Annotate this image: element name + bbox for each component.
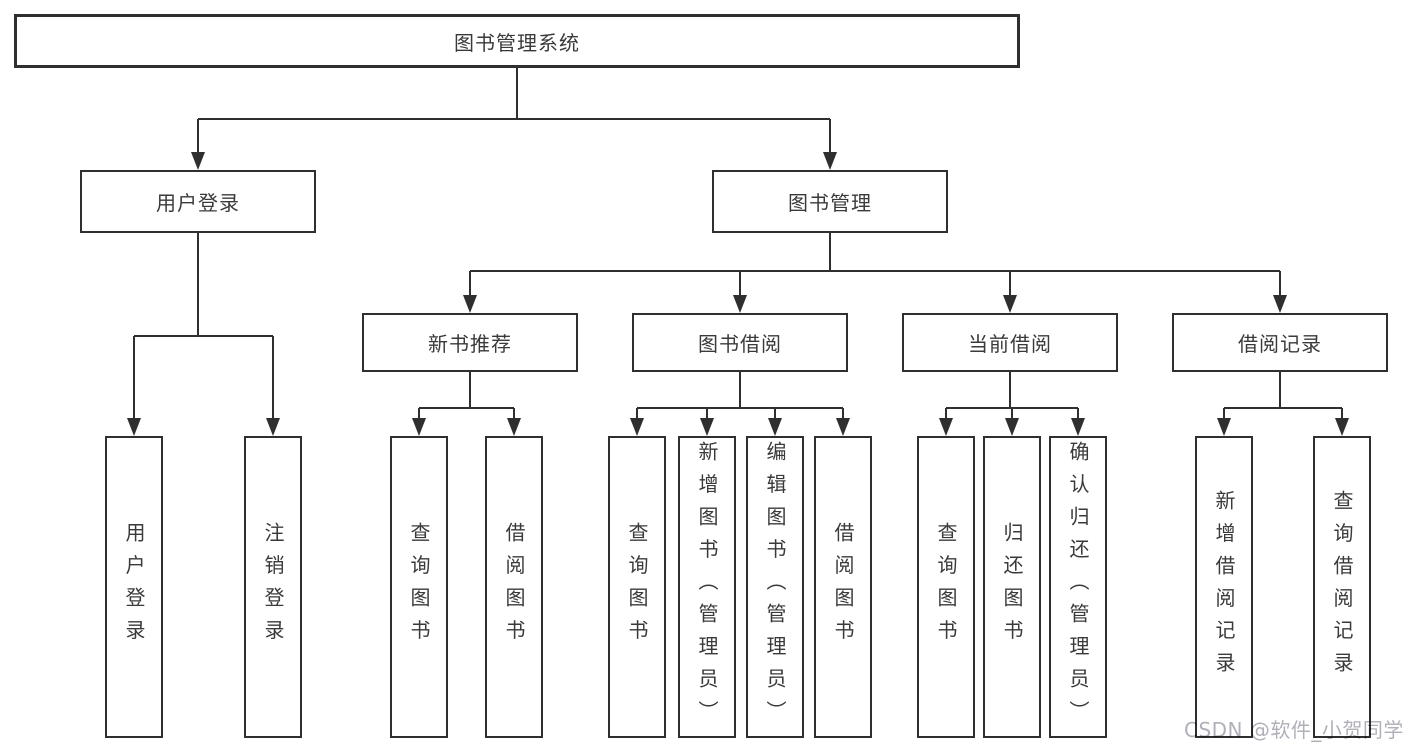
connector-book-management-to-level3 [463,233,1287,313]
connector-borrow-records-to-leaves [1217,372,1349,436]
node-book-borrow: 图书借阅 [632,313,848,372]
node-book-management-branch: 图书管理 [712,170,948,233]
leaf-query-books-current: 查询图书 [917,436,975,738]
node-new-book-recommend: 新书推荐 [362,313,578,372]
leaf-logout: 注销登录 [244,436,302,738]
connector-root-to-level2 [191,68,837,170]
connector-book-borrow-to-leaves [630,372,850,436]
leaf-return-books: 归还图书 [983,436,1041,738]
leaf-query-books-borrow: 查询图书 [608,436,666,738]
node-library-management-system: 图书管理系统 [14,14,1020,68]
connector-current-borrow-to-leaves [939,372,1085,436]
node-borrow-records: 借阅记录 [1172,313,1388,372]
connector-user-login-to-leaves [127,233,280,436]
leaf-user-login: 用户登录 [105,436,163,738]
node-user-login-branch: 用户登录 [80,170,316,233]
leaf-add-books-admin: 新增图书（管理员） [678,436,736,738]
leaf-query-books-recommend: 查询图书 [390,436,448,738]
leaf-borrow-books: 借阅图书 [814,436,872,738]
leaf-query-borrow-record: 查询借阅记录 [1313,436,1371,738]
connector-new-book-recommend-to-leaves [412,372,521,436]
csdn-watermark: CSDN @软件_小贺同学 [1184,718,1404,742]
leaf-add-borrow-record: 新增借阅记录 [1195,436,1253,738]
leaf-confirm-return-admin: 确认归还（管理员） [1049,436,1107,738]
node-current-borrow: 当前借阅 [902,313,1118,372]
leaf-borrow-books-recommend: 借阅图书 [485,436,543,738]
leaf-edit-books-admin: 编辑图书（管理员） [746,436,804,738]
